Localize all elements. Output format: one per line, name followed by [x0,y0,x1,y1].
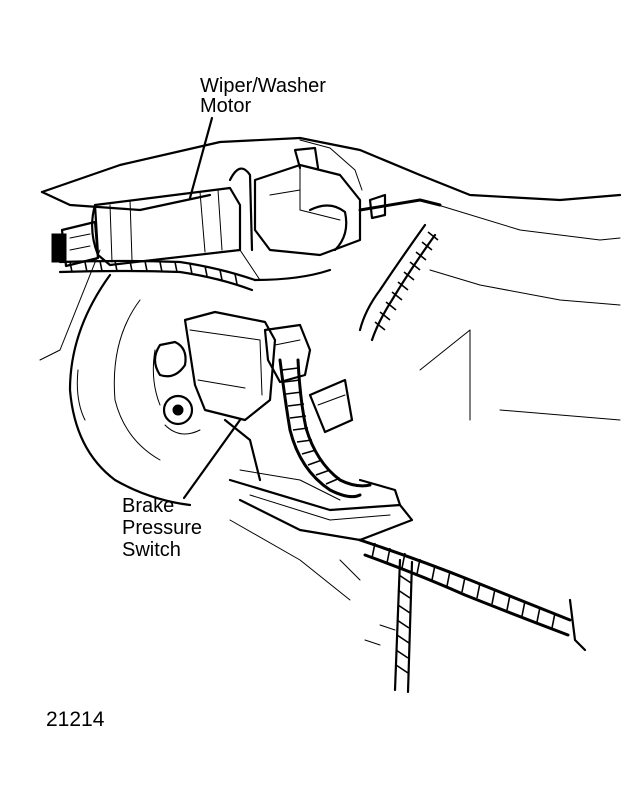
cowl-panel [39,136,622,421]
brake-switch-leader-line [182,418,242,500]
lower-wiring-harness [358,538,587,652]
brake-pressure-switch-label: Brake Pressure Switch [122,495,208,561]
master-cylinder [153,310,341,501]
wiper-washer-motor [51,167,261,281]
wiper-washer-motor-label-line1: Wiper/Washer [200,75,326,97]
upper-wiring-harness [358,193,442,342]
booster-harness [58,259,332,292]
brake-booster [68,273,192,507]
brake-pressure-switch-label-line2: Pressure [122,517,202,539]
figure-number: 21214 [46,708,105,731]
wiper-washer-motor-label-line2: Motor [200,95,251,117]
wiper-motor-leader-line [188,116,214,200]
hatched-rod [364,558,414,694]
brake-pressure-switch [263,323,372,499]
lower-bracket [228,478,414,601]
brake-pressure-switch-label-line3: Switch [122,539,181,561]
brake-pressure-switch-label-line1: Brake [122,495,174,517]
wiper-washer-motor-label: Wiper/Washer Motor [200,75,332,117]
upper-components [253,146,362,257]
